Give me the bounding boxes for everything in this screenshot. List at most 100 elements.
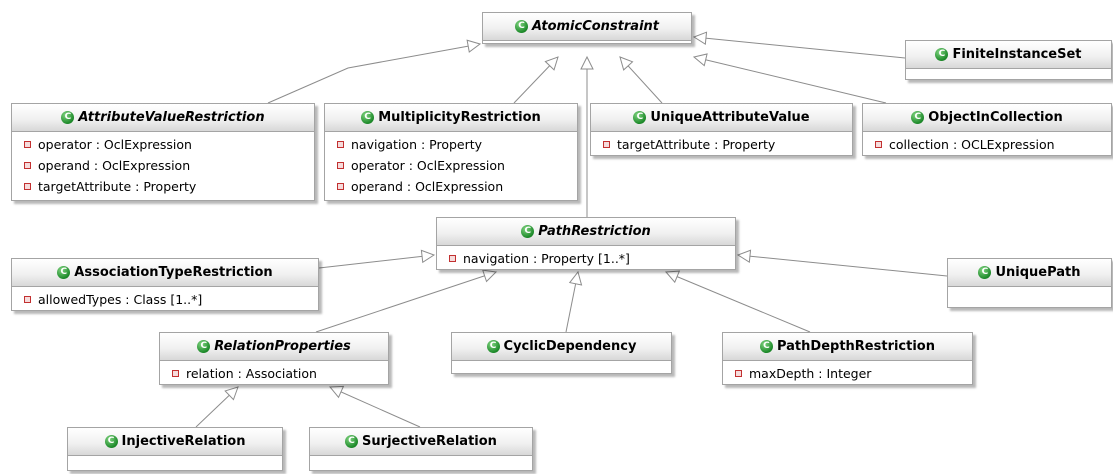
class-name: UniqueAttributeValue [650,110,810,125]
attribute-compartment [906,69,1111,74]
generalization-line [693,36,906,59]
attribute-text: collection : OCLExpression [889,137,1055,152]
attribute-row[interactable]: targetAttribute : Property [12,176,314,197]
attribute-compartment [68,456,282,461]
attribute-compartment [948,287,1111,292]
class-icon: C [361,111,375,124]
attribute-row[interactable]: operand : OclExpression [12,155,314,176]
class-icon: C [521,225,535,238]
attribute-row[interactable]: collection : OCLExpression [863,134,1111,155]
generalization-arrowhead [580,55,594,70]
class-name: RelationProperties [214,339,351,354]
generalization-line [693,56,887,104]
generalization-arrowhead [420,249,436,264]
generalization-line [665,271,811,333]
attribute-text: operator : OclExpression [351,158,505,173]
class-icon: C [61,111,75,124]
class-icon: C [978,266,992,279]
generalization-arrowhead [544,56,559,71]
class-icon: C [515,20,528,33]
generalization-line [318,254,435,269]
attribute-text: navigation : Property [351,137,483,152]
class-icon: C [935,48,949,61]
attribute-compartment [452,361,671,366]
attribute-text: allowedTypes : Class [1..*] [38,292,203,307]
attribute-icon [337,162,344,169]
attribute-text: operand : OclExpression [351,179,504,194]
attribute-compartment: navigation : Property operator : OclExpre… [325,132,577,200]
generalization-arrowhead [568,270,583,286]
attribute-text: operator : OclExpression [38,137,192,152]
attribute-text: relation : Association [186,366,317,381]
attribute-text: operand : OclExpression [38,158,191,173]
attribute-text: targetAttribute : Property [617,137,776,152]
attribute-text: navigation : Property [1..*] [463,251,630,266]
attribute-compartment: allowedTypes : Class [1..*] [12,287,318,313]
generalization-arrowhead [664,270,681,284]
attribute-row[interactable]: operand : OclExpression [325,176,577,197]
attribute-compartment [483,41,691,46]
attribute-row[interactable]: navigation : Property [325,134,577,155]
class-name: FiniteInstanceSet [952,47,1082,62]
class-icon: C [345,435,359,448]
class-name: UniquePath [995,265,1081,280]
attribute-icon [172,370,179,377]
attribute-row[interactable]: maxDepth : Integer [723,363,972,384]
attribute-row[interactable]: targetAttribute : Property [591,134,852,155]
class-name: MultiplicityRestriction [378,110,541,125]
attribute-compartment: targetAttribute : Property [591,132,852,158]
attribute-icon [875,141,882,148]
attribute-compartment [310,456,532,461]
class-name: PathDepthRestriction [776,339,935,354]
class-name: AssociationTypeRestriction [74,265,273,280]
attribute-row[interactable]: allowedTypes : Class [1..*] [12,289,318,310]
generalization-arrowhead [481,269,498,283]
generalization-line [329,386,421,428]
attribute-row[interactable]: operator : OclExpression [12,134,314,155]
attribute-icon [735,370,742,377]
class-name: PathRestriction [538,224,651,239]
attribute-icon [603,141,610,148]
attribute-icon [24,296,31,303]
attribute-text: targetAttribute : Property [38,179,197,194]
generalization-line [267,43,481,104]
attribute-compartment: relation : Association [160,361,388,387]
class-name: SurjectiveRelation [362,434,497,449]
class-name: CyclicDependency [503,339,637,354]
attribute-compartment: collection : OCLExpression [863,132,1111,158]
attribute-row[interactable]: operator : OclExpression [325,155,577,176]
class-icon: C [759,340,773,353]
class-icon: C [486,340,500,353]
class-icon: C [633,111,647,124]
generalization-arrowhead [224,386,239,401]
class-icon: C [197,340,211,353]
generalization-arrowhead [619,56,634,71]
attribute-compartment: navigation : Property [1..*] [437,246,735,272]
attribute-row[interactable]: navigation : Property [1..*] [437,248,735,269]
attribute-row[interactable]: relation : Association [160,363,388,384]
class-icon: C [911,111,925,124]
